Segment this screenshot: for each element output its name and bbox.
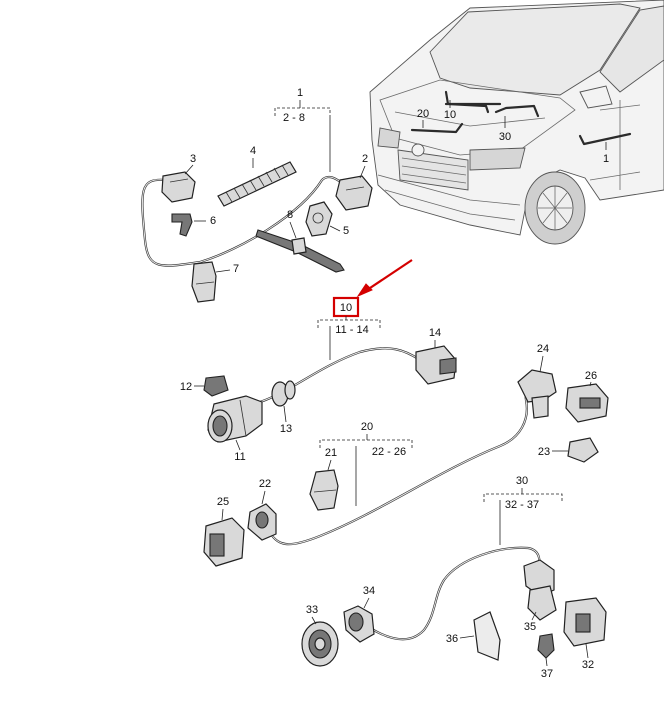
- label-30: 30: [516, 475, 528, 487]
- clip-23: [567, 437, 599, 463]
- connector-14: [415, 345, 457, 385]
- label-10: 10: [340, 302, 352, 314]
- label-1: 1: [297, 87, 303, 99]
- elbow-35: [523, 559, 557, 621]
- clip-5: [305, 201, 333, 237]
- clip-21: [309, 469, 339, 511]
- label-25: 25: [217, 496, 229, 508]
- label-5: 5: [343, 225, 349, 237]
- label-7: 7: [233, 263, 239, 275]
- vehicle-callouts: 20 10 30 1: [417, 100, 609, 165]
- elbow-24: [517, 369, 557, 419]
- label-30-range: 32 - 37: [505, 499, 539, 511]
- elbow-34: [343, 605, 375, 643]
- label-8: 8: [287, 209, 293, 221]
- label-11: 11: [234, 451, 245, 463]
- bracket-6: [171, 213, 193, 237]
- elbow-22: [247, 503, 277, 541]
- grommet-13: [271, 380, 296, 407]
- car-label-30: 30: [499, 131, 511, 143]
- assembly-10: 10 11 - 14 14 13 11: [180, 296, 457, 463]
- highlight-arrow: [356, 259, 413, 298]
- label-37: 37: [541, 668, 553, 680]
- assembly-1: 1 2 - 8 3 2 4: [141, 87, 373, 303]
- holder-7: [191, 261, 217, 303]
- label-20-range: 22 - 26: [372, 446, 406, 458]
- label-21: 21: [325, 447, 337, 459]
- label-13: 13: [280, 423, 292, 435]
- label-12: 12: [180, 381, 192, 393]
- label-10-range: 11 - 14: [335, 324, 368, 336]
- car-label-20: 20: [417, 108, 429, 120]
- label-32: 32: [582, 659, 594, 671]
- label-26: 26: [585, 370, 597, 382]
- label-24: 24: [537, 343, 549, 355]
- sensor-11: [207, 395, 263, 443]
- assembly-20: 20 22 - 26 24 26 23 2: [203, 343, 609, 567]
- label-23: 23: [538, 446, 550, 458]
- connector-25: [203, 517, 245, 567]
- car-label-1: 1: [603, 153, 609, 165]
- assembly-30: 30 32 - 37 35 32 36 37: [301, 475, 607, 680]
- label-34: 34: [363, 585, 375, 597]
- label-36: 36: [446, 633, 458, 645]
- label-35: 35: [524, 621, 536, 633]
- car-label-10: 10: [444, 109, 456, 121]
- label-3: 3: [190, 153, 196, 165]
- label-20: 20: [361, 421, 373, 433]
- label-22: 22: [259, 478, 271, 490]
- label-1-range: 2 - 8: [283, 112, 305, 124]
- label-4: 4: [250, 145, 256, 157]
- connector-3: [161, 171, 196, 203]
- label-6: 6: [210, 215, 216, 227]
- connector-26: [565, 383, 609, 423]
- clip-37: [537, 633, 555, 659]
- label-2: 2: [362, 153, 368, 165]
- cable-tie-8: [255, 229, 345, 273]
- sensor-33: [301, 621, 339, 667]
- connector-2: [335, 175, 373, 211]
- label-33: 33: [306, 604, 318, 616]
- connector-32: [563, 597, 607, 647]
- sleeve-4: [217, 161, 297, 207]
- clip-12: [203, 375, 229, 397]
- plate-36: [473, 611, 501, 661]
- vehicle-illustration: [369, 0, 664, 245]
- label-14: 14: [429, 327, 441, 339]
